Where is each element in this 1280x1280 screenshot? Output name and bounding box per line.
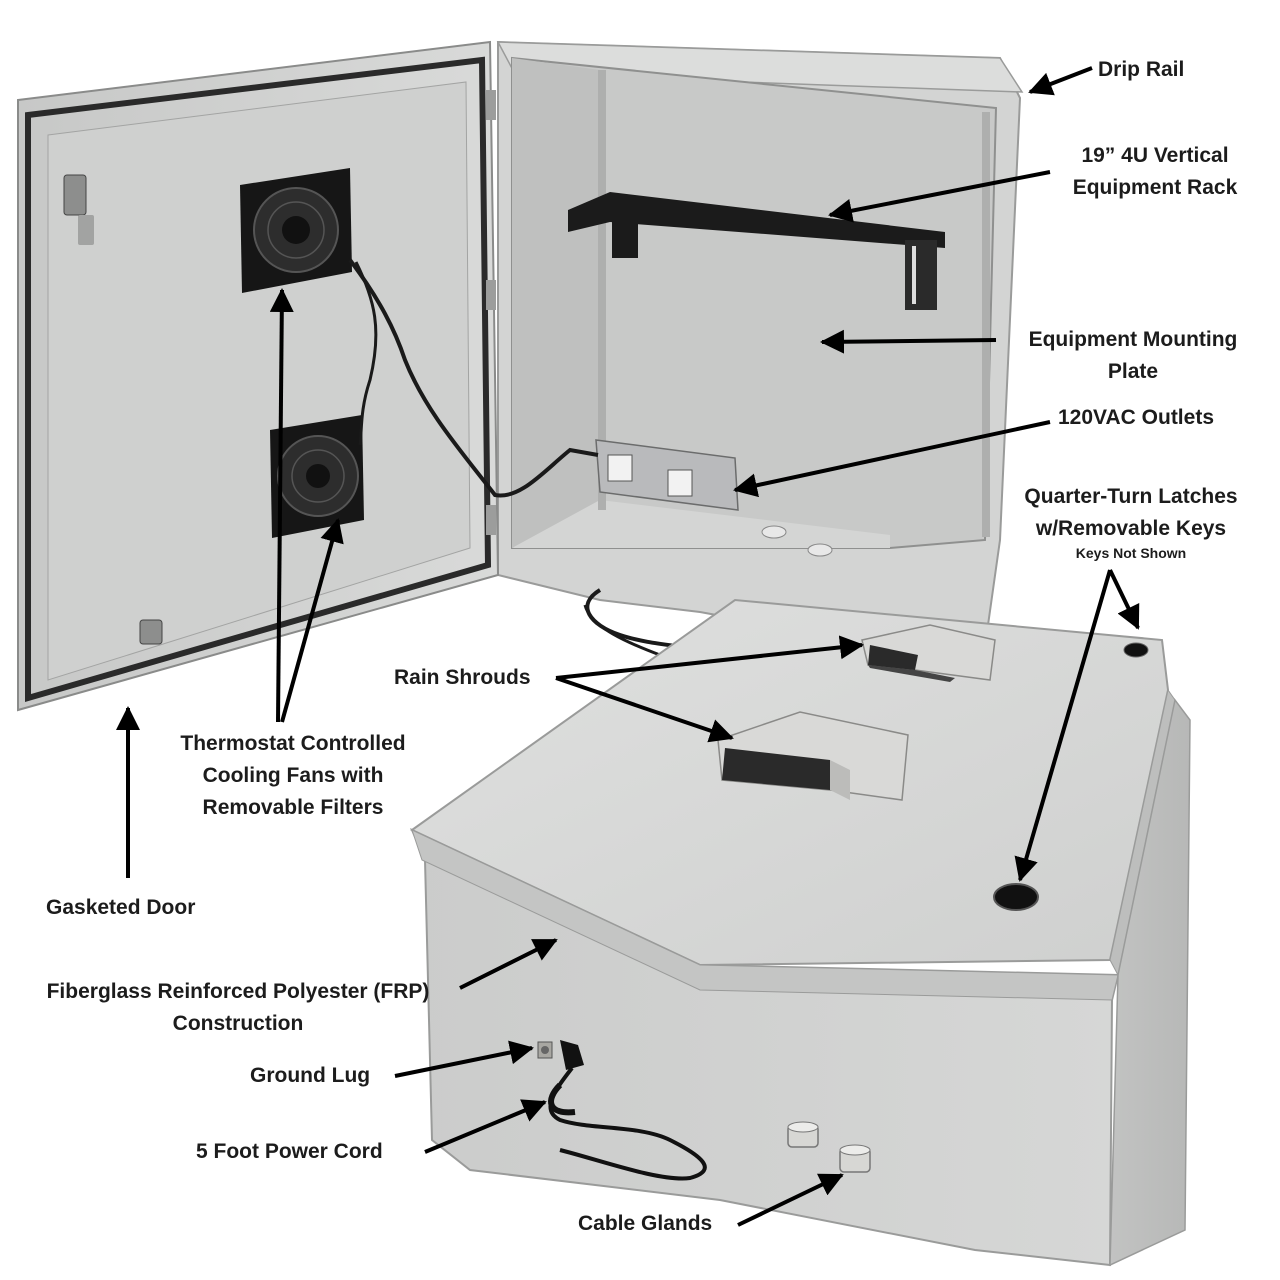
label-keys-note: Keys Not Shown: [1075, 545, 1187, 561]
label-mounting-plate: Equipment Mounting Plate: [1028, 328, 1238, 383]
power-cord: [548, 1040, 707, 1181]
rain-shroud-top: [861, 624, 996, 682]
label-rain-shrouds: Rain Shrouds: [394, 666, 531, 689]
label-cable-glands: Cable Glands: [578, 1212, 713, 1235]
outlet-box: [595, 439, 739, 511]
label-drip-rail: Drip Rail: [1098, 58, 1185, 81]
ground-lug: [537, 1041, 553, 1059]
label-equipment-rack: 19” 4U Vertical Equipment Rack: [1072, 144, 1238, 199]
label-cooling-fans: Thermostat Controlled Cooling Fans with …: [180, 732, 406, 819]
label-latches: Quarter-Turn Latches w/Removable Keys Ke…: [1000, 481, 1262, 561]
callout-arrows: [116, 66, 1140, 1227]
rain-shroud-bottom: [717, 711, 909, 801]
cooling-fan-top: [240, 168, 352, 293]
cooling-fan-bottom: [270, 415, 364, 538]
cable-gland-1: [787, 1121, 819, 1148]
closed-enclosure: [410, 598, 1191, 1267]
label-power-cord: 5 Foot Power Cord: [196, 1140, 383, 1163]
cable-gland-2: [839, 1144, 871, 1173]
open-enclosure: [17, 40, 1024, 712]
door: [17, 40, 500, 712]
equipment-rack: [568, 192, 945, 310]
label-outlets: 120VAC Outlets: [1058, 406, 1214, 429]
label-gasketed-door: Gasketed Door: [46, 896, 196, 919]
label-ground-lug: Ground Lug: [250, 1064, 371, 1087]
label-frp-construction: Fiberglass Reinforced Polyester (FRP) Co…: [46, 980, 430, 1035]
